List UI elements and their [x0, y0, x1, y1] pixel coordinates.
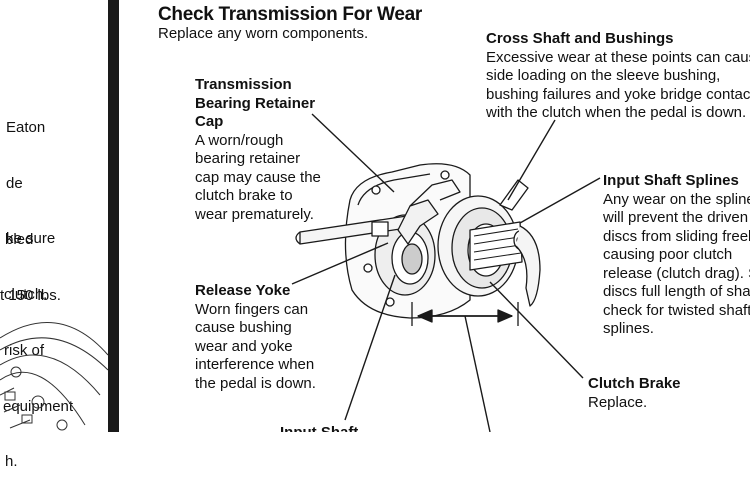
callout-body-line: check for twisted shaft — [603, 301, 750, 319]
callout-cross-shaft: Cross Shaft and Bushings Excessive wear … — [486, 30, 750, 123]
callout-body-line: wear and yoke — [195, 337, 293, 355]
callout-body-line: release (clutch drag). S — [603, 264, 750, 282]
callout-heading: Release Yoke — [195, 282, 291, 299]
left-line: equipment — [3, 397, 74, 415]
transmission-illustration — [291, 113, 601, 432]
callout-heading: Cap — [195, 113, 224, 130]
callout-body-line: Any wear on the splines — [603, 190, 750, 208]
left-column-text-1: Eaton de ke sure clutch. — [0, 82, 55, 323]
callout-body-line: bushing failures and yoke bridge contact — [486, 85, 750, 103]
callout-body-line: cap may cause the — [195, 168, 321, 186]
callout-body-line: Excessive wear at these points can cause — [486, 48, 750, 66]
callout-body-line: Worn fingers can — [195, 300, 309, 318]
callout-body-line: Replace. — [588, 393, 648, 411]
left-line: clutch. — [4, 285, 48, 303]
left-column-text-2: bled t 150 lbs. risk of equipment h. — [0, 194, 73, 490]
callout-body-line: cause bushing — [195, 319, 292, 336]
callout-body-line: splines. — [603, 320, 654, 337]
page-title: Check Transmission For Wear — [158, 4, 422, 25]
left-line: Eaton — [6, 119, 46, 136]
callout-input-shaft-splines: Input Shaft Splines Any wear on the spli… — [603, 172, 750, 339]
callout-body-line: with the clutch when the pedal is down. — [486, 104, 747, 121]
callout-body-line: will prevent the driven — [603, 209, 749, 226]
left-line: h. — [5, 453, 18, 470]
callout-body-line: causing poor clutch — [603, 246, 733, 263]
left-line: ke sure — [6, 230, 56, 247]
callout-heading: Input Shaft Splines — [603, 172, 739, 189]
callout-heading: Transmission — [195, 76, 292, 93]
callout-heading: Cross Shaft and Bushings — [486, 30, 674, 47]
callout-heading: Input Shaft — [280, 424, 358, 432]
callout-clutch-brake: Clutch Brake Replace. — [588, 375, 681, 412]
left-line: t 150 lbs. — [0, 286, 61, 304]
callout-body-line: discs full length of shaft — [603, 283, 750, 300]
callout-body-line: bearing retainer — [195, 150, 301, 167]
callout-body-line: side loading on the sleeve bushing, — [486, 67, 721, 84]
callout-body-line: interference when — [195, 356, 315, 373]
callout-heading: Clutch Brake — [588, 375, 681, 392]
page-divider — [108, 0, 119, 432]
callout-body-line: wear prematurely. — [195, 205, 314, 223]
callout-body-line: clutch brake to — [195, 187, 293, 204]
callout-body-line: discs from sliding freely — [603, 227, 750, 245]
callout-release-yoke: Release Yoke Worn fingers can cause bush… — [195, 282, 316, 393]
callout-input-shaft: Input Shaft — [280, 424, 358, 432]
callout-body-line: the pedal is down. — [195, 374, 316, 392]
left-clutch-illustration — [0, 321, 109, 431]
left-line: bled — [5, 231, 34, 248]
left-line: de — [6, 174, 23, 192]
callout-bearing-retainer: Transmission Bearing Retainer Cap A worn… — [195, 76, 321, 224]
page-subtitle: Replace any worn components. — [158, 25, 369, 42]
callout-body-line: A worn/rough — [195, 131, 284, 149]
callout-heading: Bearing Retainer — [195, 94, 316, 112]
